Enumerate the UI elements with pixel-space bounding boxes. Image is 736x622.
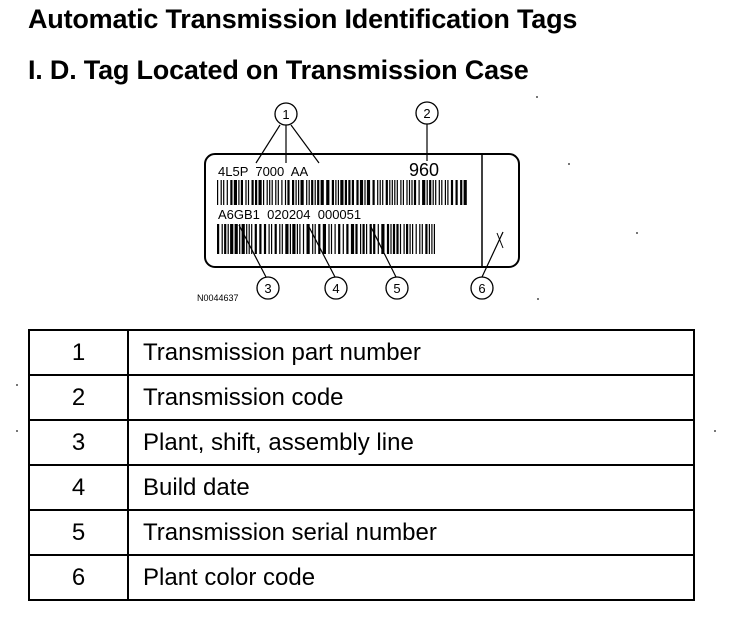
barcode-top xyxy=(217,180,467,205)
tag-line2: A6GB1 020204 000051 xyxy=(218,207,361,222)
id-tag-outline xyxy=(204,153,520,268)
legend-number: 5 xyxy=(28,509,129,556)
legend-description: Transmission part number xyxy=(127,329,695,376)
table-row: 2 Transmission code xyxy=(28,374,695,421)
scan-speck xyxy=(537,298,539,300)
scan-speck xyxy=(714,430,716,432)
tag-transmission-code: 960 xyxy=(409,160,439,180)
scan-speck xyxy=(536,96,538,98)
leader-lines xyxy=(238,124,504,278)
id-tag-diagram: 4L5P 7000 AA 960 A6GB1 020204 000051 1 2… xyxy=(197,101,520,303)
callout-4-label: 4 xyxy=(332,281,339,296)
color-code-mark xyxy=(496,232,504,249)
legend-number: 1 xyxy=(28,329,129,376)
section-subtitle: I. D. Tag Located on Transmission Case xyxy=(28,55,529,85)
table-row: 1 Transmission part number xyxy=(28,329,695,376)
barcode-bottom xyxy=(217,224,435,254)
legend-table: 1 Transmission part number 2 Transmissio… xyxy=(28,329,695,601)
callout-5-label: 5 xyxy=(393,281,400,296)
legend-description: Build date xyxy=(127,464,695,511)
callout-1: 1 xyxy=(274,102,298,126)
table-row: 3 Plant, shift, assembly line xyxy=(28,419,695,466)
table-row: 6 Plant color code xyxy=(28,554,695,601)
legend-description: Plant, shift, assembly line xyxy=(127,419,695,466)
callout-2: 2 xyxy=(415,101,439,125)
callout-3: 3 xyxy=(256,276,280,300)
legend-description: Transmission code xyxy=(127,374,695,421)
legend-description: Transmission serial number xyxy=(127,509,695,556)
legend-number: 3 xyxy=(28,419,129,466)
table-row: 4 Build date xyxy=(28,464,695,511)
legend-number: 4 xyxy=(28,464,129,511)
tag-part-number: 4L5P 7000 AA xyxy=(218,164,308,179)
callout-2-label: 2 xyxy=(423,106,430,121)
scan-speck xyxy=(636,232,638,234)
callout-3-label: 3 xyxy=(264,281,271,296)
table-row: 5 Transmission serial number xyxy=(28,509,695,556)
legend-number: 2 xyxy=(28,374,129,421)
legend-description: Plant color code xyxy=(127,554,695,601)
callout-6: 6 xyxy=(470,276,494,300)
scan-speck xyxy=(16,430,18,432)
scan-speck xyxy=(16,384,18,386)
callout-6-label: 6 xyxy=(478,281,485,296)
scan-speck xyxy=(568,163,570,165)
page-title: Automatic Transmission Identification Ta… xyxy=(28,4,578,34)
callout-4: 4 xyxy=(324,276,348,300)
figure-id: N0044637 xyxy=(197,293,239,303)
callout-1-label: 1 xyxy=(282,107,289,122)
callout-5: 5 xyxy=(385,276,409,300)
legend-number: 6 xyxy=(28,554,129,601)
